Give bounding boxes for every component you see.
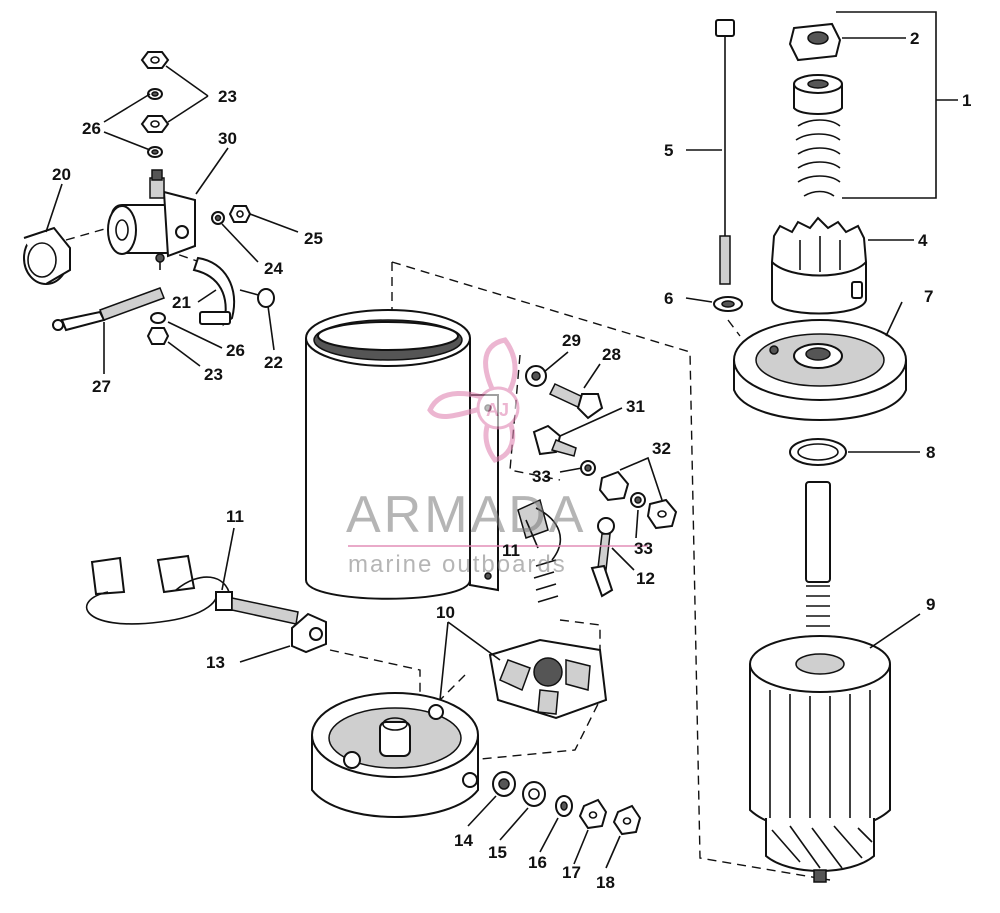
callout-11-right: 11 xyxy=(502,541,520,560)
callout-26-bottom: 26 xyxy=(226,341,245,360)
callout-8: 8 xyxy=(926,443,935,462)
bracket-part-21 xyxy=(192,256,236,327)
screw-part-22 xyxy=(239,288,275,308)
watermark-brand: ARMADA xyxy=(346,486,586,544)
callout-22: 22 xyxy=(264,353,283,372)
callout-31: 31 xyxy=(626,397,645,416)
nut-part-25 xyxy=(228,205,252,223)
callout-10: 10 xyxy=(436,603,455,622)
callout-23-bottom: 23 xyxy=(204,365,223,384)
spring-part-1 xyxy=(795,119,841,197)
callout-33-upper: 33 xyxy=(532,467,551,486)
callout-labels: 1 2 4 5 6 7 8 9 10 11 11 12 13 14 15 16 … xyxy=(52,29,971,892)
callout-7: 7 xyxy=(924,287,933,306)
terminal-bolt-part-12 xyxy=(590,517,615,598)
armature-part-9 xyxy=(749,481,891,883)
callout-17: 17 xyxy=(562,863,581,882)
brush-set-part-11 xyxy=(85,554,299,625)
callout-32: 32 xyxy=(652,439,671,458)
callout-18: 18 xyxy=(596,873,615,892)
leader-lines xyxy=(45,11,958,869)
nut-part-32 xyxy=(598,470,678,530)
callout-30: 30 xyxy=(218,129,237,148)
assembly-guide-lines xyxy=(65,227,831,881)
washer-part-29 xyxy=(525,365,547,387)
callout-24: 24 xyxy=(264,259,283,278)
callout-9: 9 xyxy=(926,595,935,614)
callout-21: 21 xyxy=(172,293,191,312)
lead-wire-part-27 xyxy=(52,287,165,332)
brush-holder-part-10 xyxy=(488,638,608,720)
spring-retainer-part-1 xyxy=(793,74,843,115)
callout-26-top: 26 xyxy=(82,119,101,138)
nut-washer-stack-top xyxy=(140,51,170,158)
thrust-washer-part-8 xyxy=(789,438,847,466)
callout-20: 20 xyxy=(52,165,71,184)
logo-letters: AJ xyxy=(486,400,509,420)
callout-29: 29 xyxy=(562,331,581,350)
callout-5: 5 xyxy=(664,141,673,160)
washer-part-15 xyxy=(522,781,546,807)
callout-16: 16 xyxy=(528,853,547,872)
armada-propeller-logo: AJ xyxy=(427,337,520,463)
washer-part-14 xyxy=(492,771,516,797)
callout-4: 4 xyxy=(918,231,928,250)
lockwasher-part-33-lower xyxy=(630,492,646,508)
brush-and-spring-part-11-right xyxy=(517,498,562,603)
washer-part-24 xyxy=(211,211,225,225)
nut-part-17 xyxy=(578,798,608,830)
nut-part-2 xyxy=(788,22,842,62)
end-cap-housing xyxy=(311,692,479,818)
through-bolt-part-5 xyxy=(715,19,735,285)
callout-6: 6 xyxy=(664,289,673,308)
callout-25: 25 xyxy=(304,229,323,248)
callout-14: 14 xyxy=(454,831,473,850)
callout-13: 13 xyxy=(206,653,225,672)
callout-23-top: 23 xyxy=(218,87,237,106)
callout-27: 27 xyxy=(92,377,111,396)
lockwasher-part-16 xyxy=(555,795,573,817)
callout-12: 12 xyxy=(636,569,655,588)
bushing-part-20 xyxy=(23,226,71,285)
solenoid-part-30 xyxy=(107,169,196,270)
callout-15: 15 xyxy=(488,843,507,862)
washer-part-6 xyxy=(713,296,743,312)
screw-part-28 xyxy=(548,383,604,420)
end-plate-part-7 xyxy=(733,319,907,421)
armada-watermark: AJ ARMADA marine outboards xyxy=(346,337,648,578)
callout-11-left: 11 xyxy=(226,507,244,526)
callout-28: 28 xyxy=(602,345,621,364)
motor-frame-housing xyxy=(305,309,499,600)
lockwasher-part-33-upper xyxy=(580,460,596,476)
drive-pinion-part-4 xyxy=(770,216,868,315)
terminal-block-part-13 xyxy=(291,612,327,654)
callout-2: 2 xyxy=(910,29,919,48)
nut-part-18 xyxy=(612,804,642,836)
terminal-stud-part-31 xyxy=(532,424,577,457)
watermark-tagline: marine outboards xyxy=(348,551,567,578)
callout-33-lower: 33 xyxy=(634,539,653,558)
nut-washer-lower xyxy=(146,312,170,345)
callout-1: 1 xyxy=(962,91,971,110)
